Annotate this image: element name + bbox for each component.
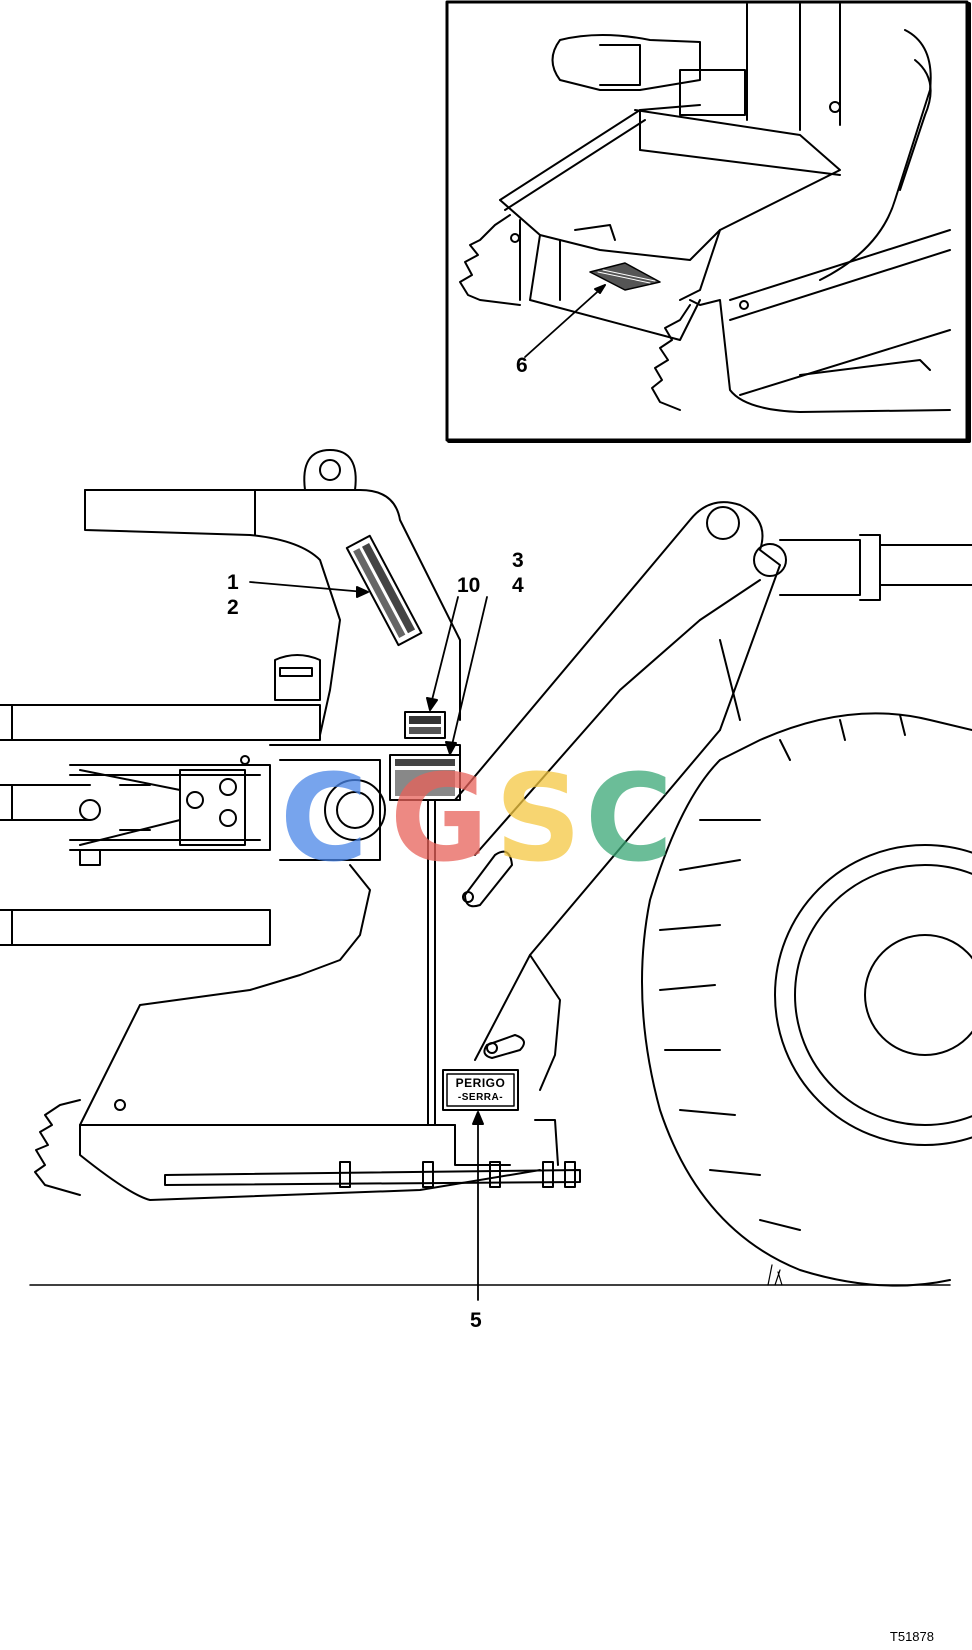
- inset-detail-view: [445, 0, 971, 443]
- watermark-letter-2: G: [390, 750, 489, 889]
- watermark-letter-3: S: [495, 750, 582, 889]
- callout-2: 2: [227, 596, 239, 619]
- leader-3-4: [451, 596, 488, 746]
- callout-5: 5: [470, 1309, 482, 1332]
- inset-decal-6: [589, 262, 661, 291]
- decal-10: [404, 711, 446, 739]
- leader-10: [431, 596, 459, 701]
- decal-5-line2: -SERRA-: [457, 1092, 504, 1103]
- bolt-row: [339, 1161, 576, 1188]
- callout-1: 1: [227, 571, 239, 594]
- watermark-logo: C G S C: [280, 750, 700, 889]
- watermark-letter-4: C: [585, 750, 674, 889]
- leader-6: [524, 284, 606, 358]
- figure-id: T51878: [889, 1629, 934, 1644]
- main-view: [0, 449, 972, 1301]
- leader-1-2: [249, 581, 366, 593]
- callout-4: 4: [512, 574, 524, 597]
- decal-5-perigo: [442, 1069, 519, 1111]
- watermark-letter-1: C: [280, 750, 369, 889]
- callout-10: 10: [457, 574, 481, 597]
- callout-3: 3: [512, 549, 524, 572]
- decal-5-line1: PERIGO: [455, 1076, 506, 1090]
- decal-1-2: [345, 534, 423, 647]
- callout-6: 6: [516, 354, 528, 377]
